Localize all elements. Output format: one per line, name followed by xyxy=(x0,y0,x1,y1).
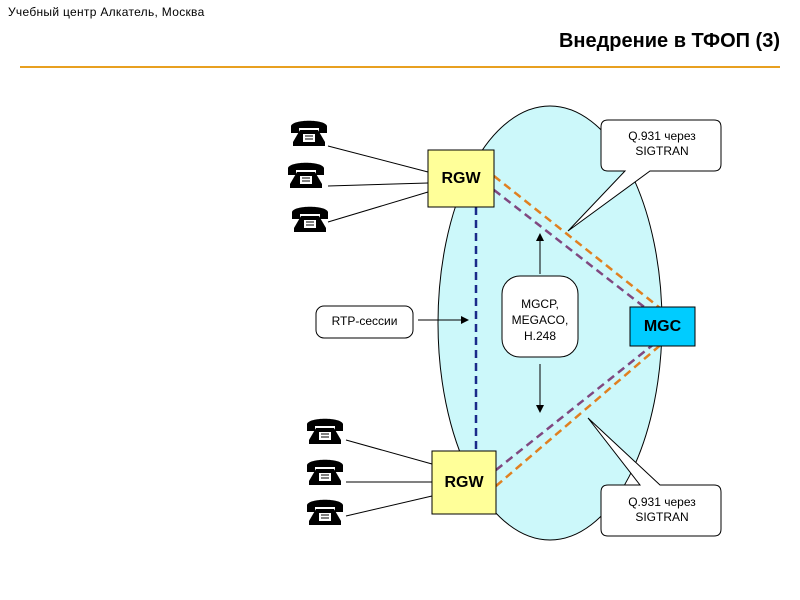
signaling-line-orange xyxy=(495,341,665,487)
rgw-top-label: RGW xyxy=(441,169,481,187)
page-title: Внедрение в ТФОП (3) xyxy=(558,30,780,52)
mgc-box xyxy=(629,306,696,347)
control-line-purple xyxy=(493,189,649,311)
rtp-label-box xyxy=(315,305,414,339)
telephone-icon xyxy=(306,499,344,526)
signaling-top-label: Q.931 через SIGTRAN xyxy=(628,129,696,158)
rgw-bottom-label: RGW xyxy=(444,473,484,491)
phone-line xyxy=(327,182,429,187)
protocols-box xyxy=(501,275,579,358)
telephone-icon xyxy=(291,206,329,233)
phone-line xyxy=(345,439,433,465)
rgw-bottom-box xyxy=(431,450,497,515)
org-name: Учебный центр Алкатель, Москва xyxy=(8,5,205,19)
signaling-callout-top xyxy=(567,119,722,232)
control-line-purple xyxy=(495,343,655,471)
rgw-top-box xyxy=(427,149,495,208)
telephone-icon xyxy=(306,459,344,486)
phone-line xyxy=(327,191,429,223)
phone-line xyxy=(345,495,433,517)
mgc-label: MGC xyxy=(643,317,682,335)
telephone-icon xyxy=(287,162,325,189)
signaling-callout-bottom xyxy=(587,417,722,537)
signaling-bottom-label: Q.931 через SIGTRAN xyxy=(628,495,696,524)
telephone-icon xyxy=(290,120,328,147)
telephone-icon xyxy=(306,418,344,445)
title-divider xyxy=(20,66,780,68)
signaling-line-orange xyxy=(493,175,661,309)
rtp-label: RTP-сессии xyxy=(331,314,398,328)
phone-line xyxy=(327,145,429,173)
protocols-label: MGCP, MEGACO, H.248 xyxy=(511,297,569,343)
